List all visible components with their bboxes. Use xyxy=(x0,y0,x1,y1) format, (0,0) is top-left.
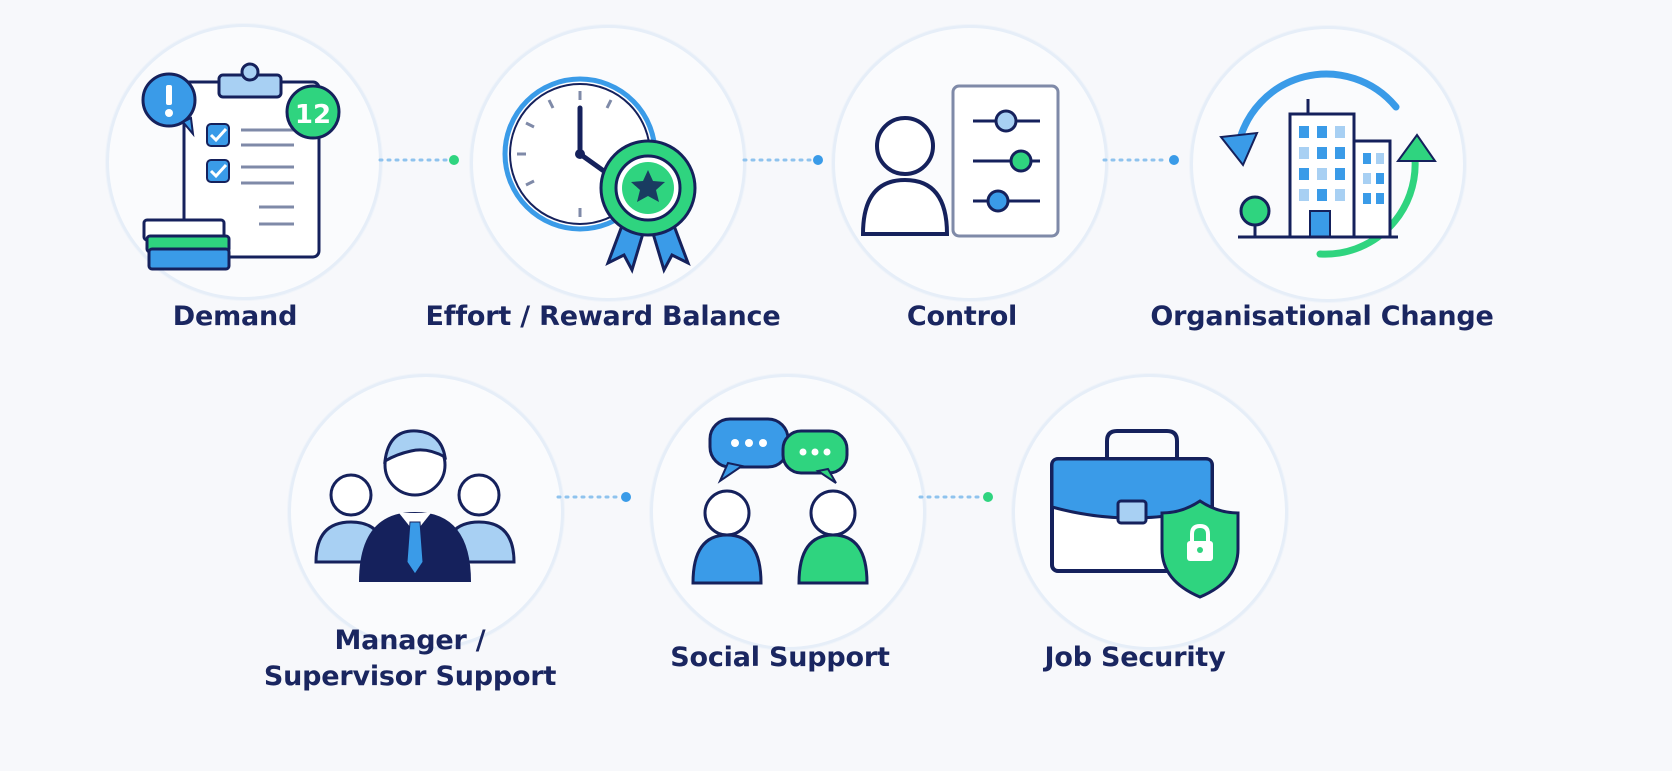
org-change-circle xyxy=(1190,26,1466,302)
org-change-label: Organisational Change xyxy=(1150,301,1494,332)
connector-5-6 xyxy=(556,492,631,502)
person-sliders-icon xyxy=(860,84,1060,238)
connector-6-7 xyxy=(918,492,993,502)
demand-label: Demand xyxy=(172,301,298,332)
clipboard-checklist-icon: 12 xyxy=(141,62,341,271)
manager-support-circle xyxy=(288,374,564,650)
briefcase-shield-icon xyxy=(1050,429,1240,599)
people-chat-icon xyxy=(691,417,869,585)
manager-support-label: Manager / Supervisor Support xyxy=(190,623,630,695)
manager-team-icon xyxy=(314,429,516,582)
job-security-circle xyxy=(1012,374,1288,650)
connector-2-3 xyxy=(742,155,823,165)
social-support-circle xyxy=(650,374,926,650)
connector-1-2 xyxy=(378,155,459,165)
effort-reward-label: Effort / Reward Balance xyxy=(425,301,781,332)
job-security-label: Job Security xyxy=(1044,642,1226,673)
connector-3-4 xyxy=(1102,155,1179,165)
clock-award-icon xyxy=(502,76,697,274)
demand-circle: 12 xyxy=(106,24,382,300)
demand-badge: 12 xyxy=(295,100,331,130)
manager-support-label-line2: Supervisor Support xyxy=(263,661,557,692)
building-cycle-icon xyxy=(1219,70,1437,258)
manager-support-label-line1: Manager / xyxy=(334,625,486,656)
control-circle xyxy=(832,25,1108,301)
social-support-label: Social Support xyxy=(670,642,890,673)
control-label: Control xyxy=(906,301,1018,332)
effort-reward-circle xyxy=(470,25,746,301)
